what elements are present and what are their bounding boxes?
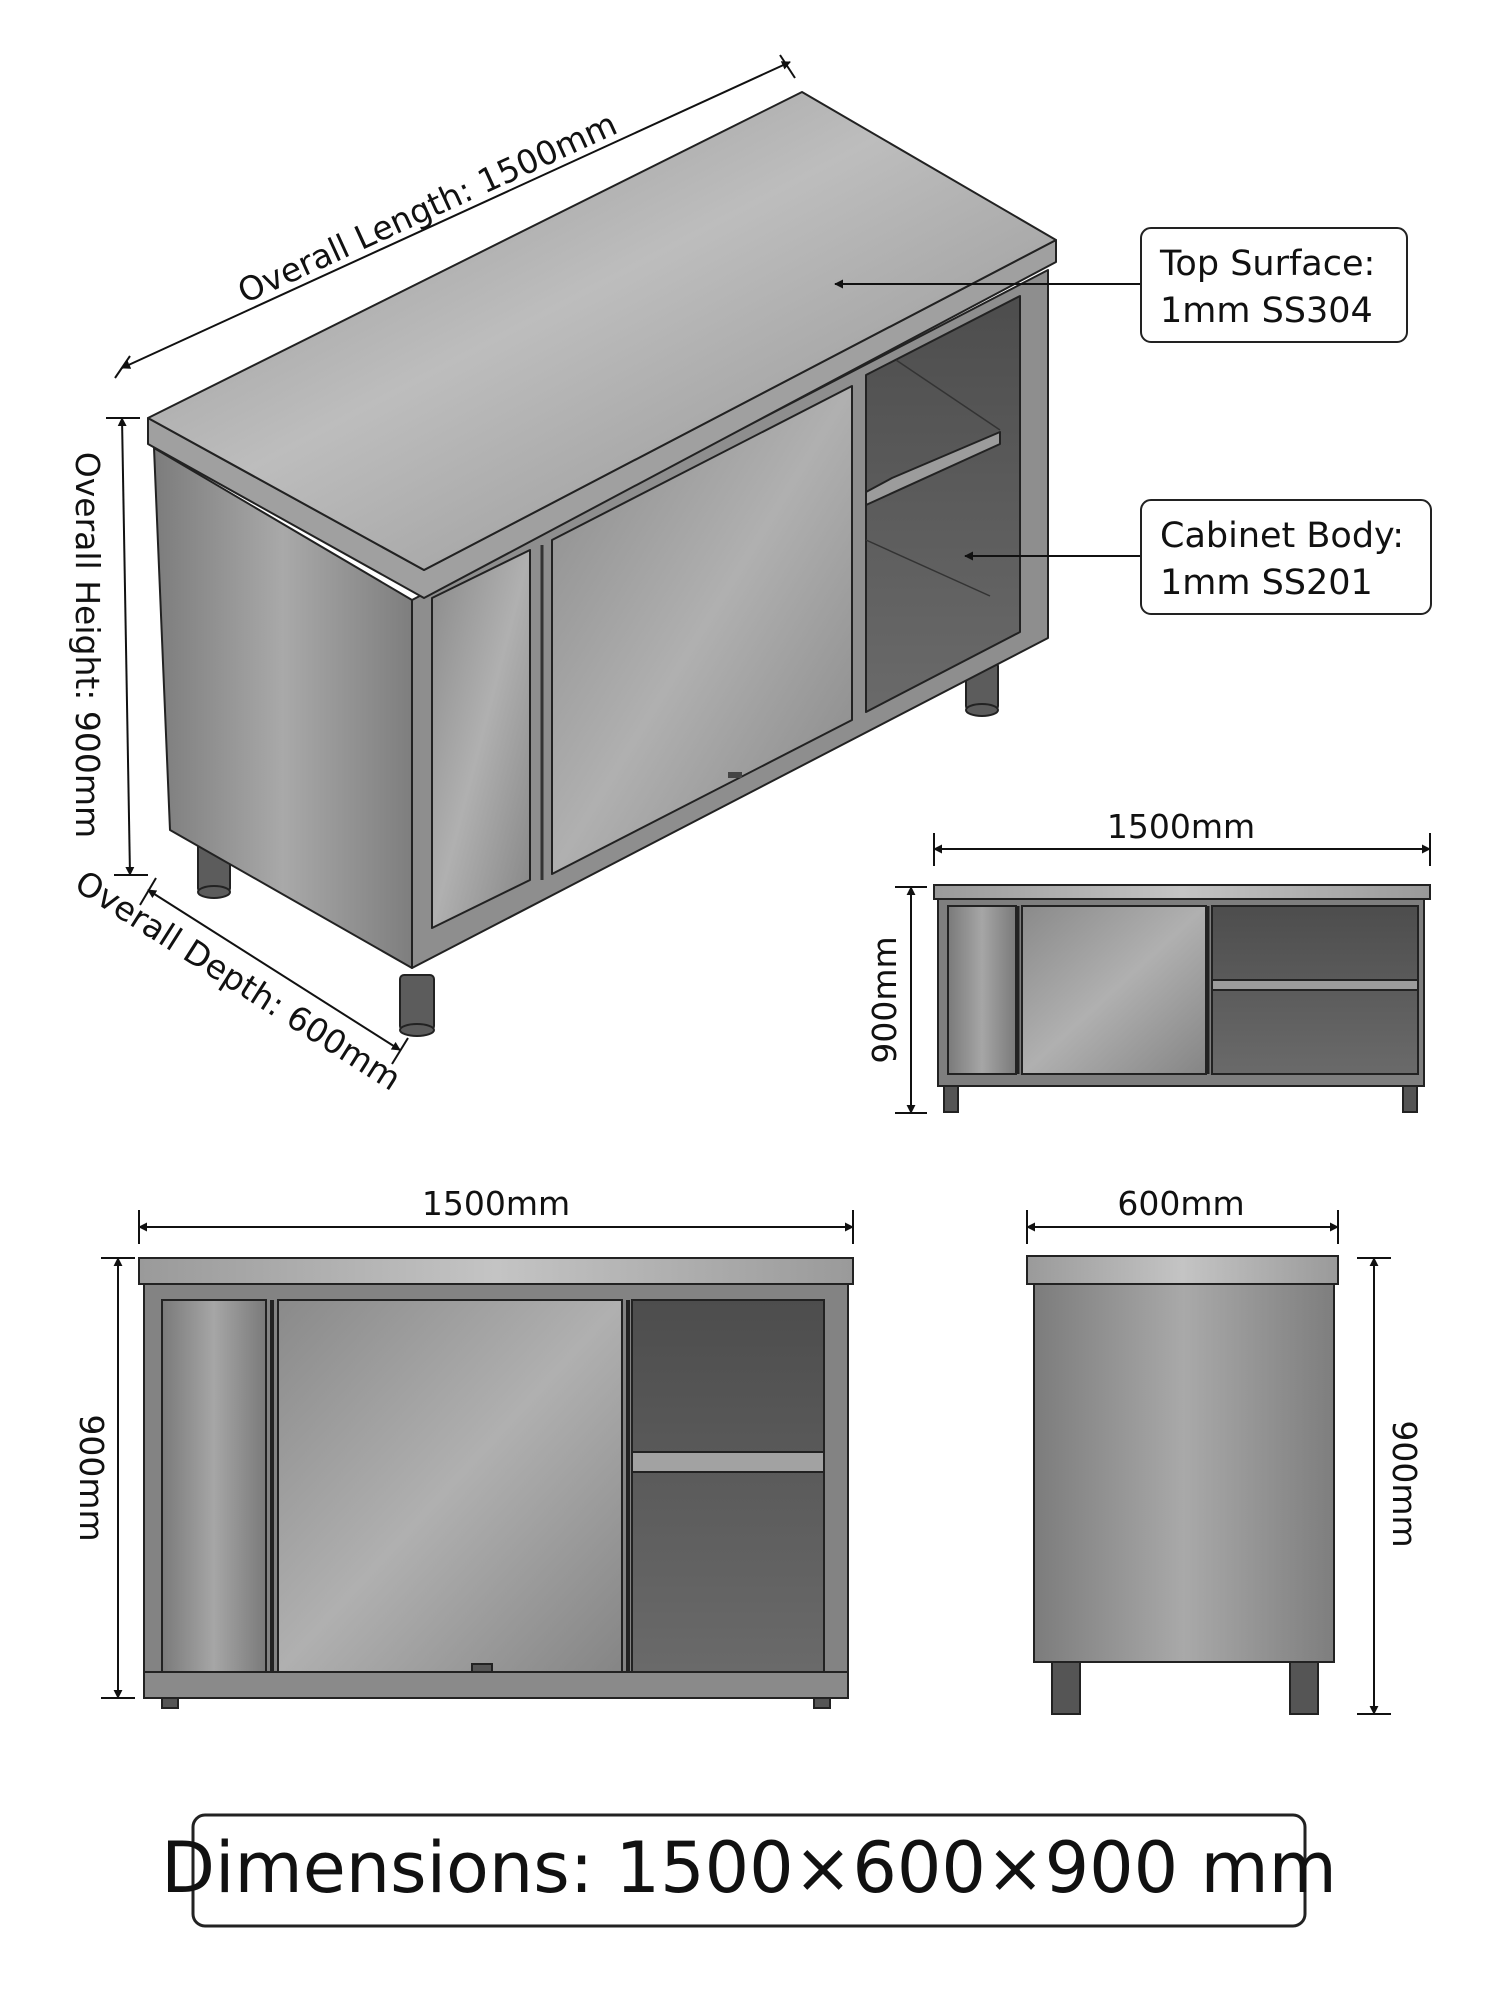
- side-view: 600mm 900mm: [1026, 1184, 1424, 1715]
- callout-top-surface: Top Surface: 1mm SS304: [834, 227, 1408, 343]
- iso-dimensions: [106, 54, 796, 1065]
- front-view: 1500mm 900mm: [72, 1184, 854, 1709]
- dimensions-summary-text: Dimensions: 1500×600×900 mm: [161, 1827, 1337, 1909]
- small-front-view: 1500mm 900mm: [865, 807, 1431, 1114]
- top-surface-line1: Top Surface:: [1159, 244, 1375, 284]
- top-surface-line2: 1mm SS304: [1160, 291, 1373, 331]
- front-height-label: 900mm: [72, 1414, 111, 1541]
- front-width-label: 1500mm: [422, 1184, 570, 1223]
- small-front-height-label: 900mm: [865, 936, 904, 1063]
- isometric-cabinet: [147, 91, 1057, 1037]
- side-height-label: 900mm: [1385, 1420, 1424, 1547]
- iso-shelf: [865, 431, 1001, 506]
- iso-open-compartment: [865, 295, 1021, 713]
- height-label: Overall Height: 900mm: [68, 452, 107, 838]
- callout-cabinet-body: Cabinet Body: 1mm SS201: [964, 499, 1432, 615]
- small-front-width-label: 1500mm: [1107, 807, 1255, 846]
- cabinet-body-line1: Cabinet Body:: [1160, 516, 1404, 556]
- iso-left-door: [431, 549, 531, 929]
- cabinet-body-line2: 1mm SS201: [1160, 563, 1373, 603]
- dimensions-summary: Dimensions: 1500×600×900 mm: [161, 1813, 1337, 1928]
- side-width-label: 600mm: [1117, 1184, 1244, 1223]
- iso-center-door: [551, 385, 853, 875]
